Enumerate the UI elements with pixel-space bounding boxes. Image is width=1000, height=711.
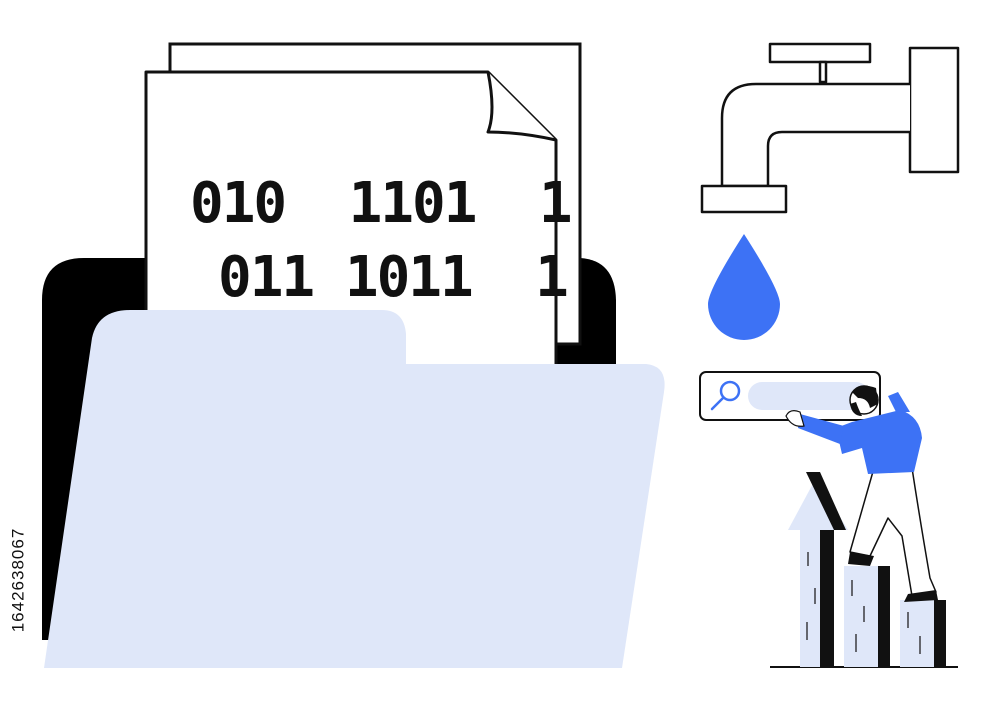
search-bar xyxy=(699,371,881,421)
stock-image-id: 1642638067 xyxy=(8,527,28,633)
faucet-icon xyxy=(700,42,960,214)
folder-front xyxy=(44,310,665,668)
growth-bar-chart xyxy=(770,472,958,668)
binary-code-line-2: 011 1011 1 xyxy=(218,245,567,310)
magnifier-icon xyxy=(710,380,741,411)
water-drop-icon xyxy=(708,234,780,340)
binary-code-line-1: 010 1101 1 xyxy=(190,171,571,236)
document-page: 010 1101 1 011 1011 1 xyxy=(144,70,573,374)
person-figure xyxy=(785,385,938,602)
